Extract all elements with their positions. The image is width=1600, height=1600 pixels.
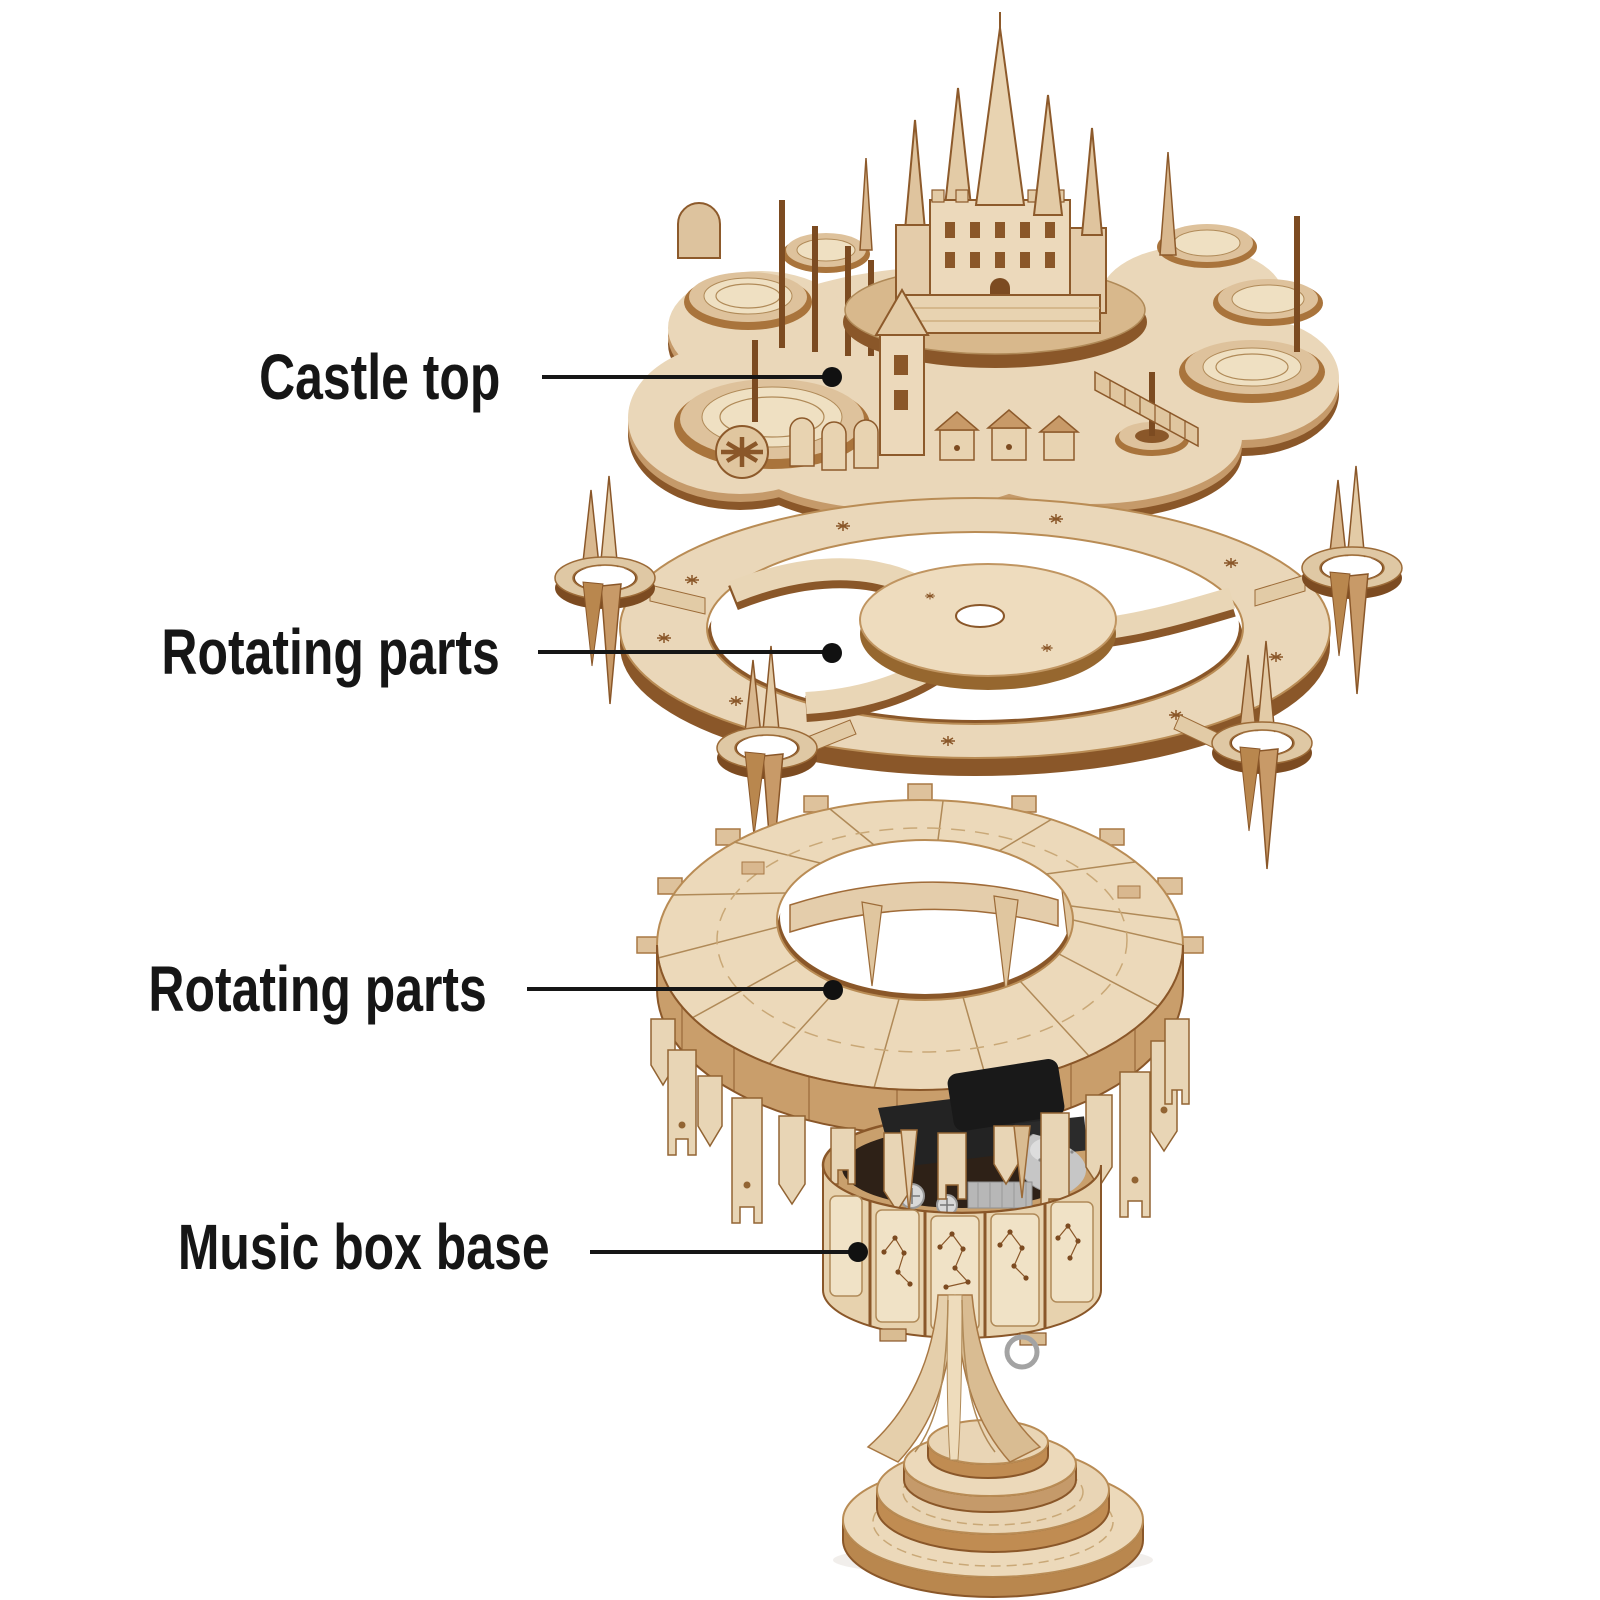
wall-brick-lines xyxy=(905,307,1100,322)
part-label: Music box base xyxy=(178,1211,550,1283)
part-label: Rotating parts xyxy=(148,953,487,1025)
leader-line xyxy=(538,650,832,654)
clip-tab xyxy=(741,861,765,875)
leader-dot xyxy=(822,367,842,387)
village-houses xyxy=(933,409,1081,461)
pedestal-stem xyxy=(866,1294,1042,1463)
part-label: Rotating parts xyxy=(161,616,500,688)
inner-ledge xyxy=(789,881,1079,997)
leader-dot xyxy=(848,1242,868,1262)
castle-pendants xyxy=(650,1018,1190,1224)
clip-tab xyxy=(1117,885,1141,899)
rosette-wheel xyxy=(715,425,769,479)
center-disc xyxy=(859,563,1117,690)
leader-dot xyxy=(823,980,843,1000)
inner-hole xyxy=(780,840,1070,994)
winding-key-ring xyxy=(1004,1334,1040,1370)
spokes xyxy=(728,558,1236,722)
overlapping-pendants xyxy=(830,1094,1113,1214)
gate-arch xyxy=(677,202,721,259)
leader-dot xyxy=(822,643,842,663)
leader-line xyxy=(590,1250,858,1254)
bell-tower xyxy=(874,288,930,456)
leader-line xyxy=(527,987,833,991)
castle-top-part xyxy=(628,12,1339,526)
gear-engraved-circle xyxy=(716,827,1128,1053)
music-box-base-part xyxy=(821,1059,1153,1598)
part-label: Castle top xyxy=(258,341,500,413)
staircase xyxy=(1094,370,1199,448)
arch-pillars xyxy=(789,417,879,471)
leader-line xyxy=(542,375,832,379)
rotating-parts-upper xyxy=(554,465,1403,875)
